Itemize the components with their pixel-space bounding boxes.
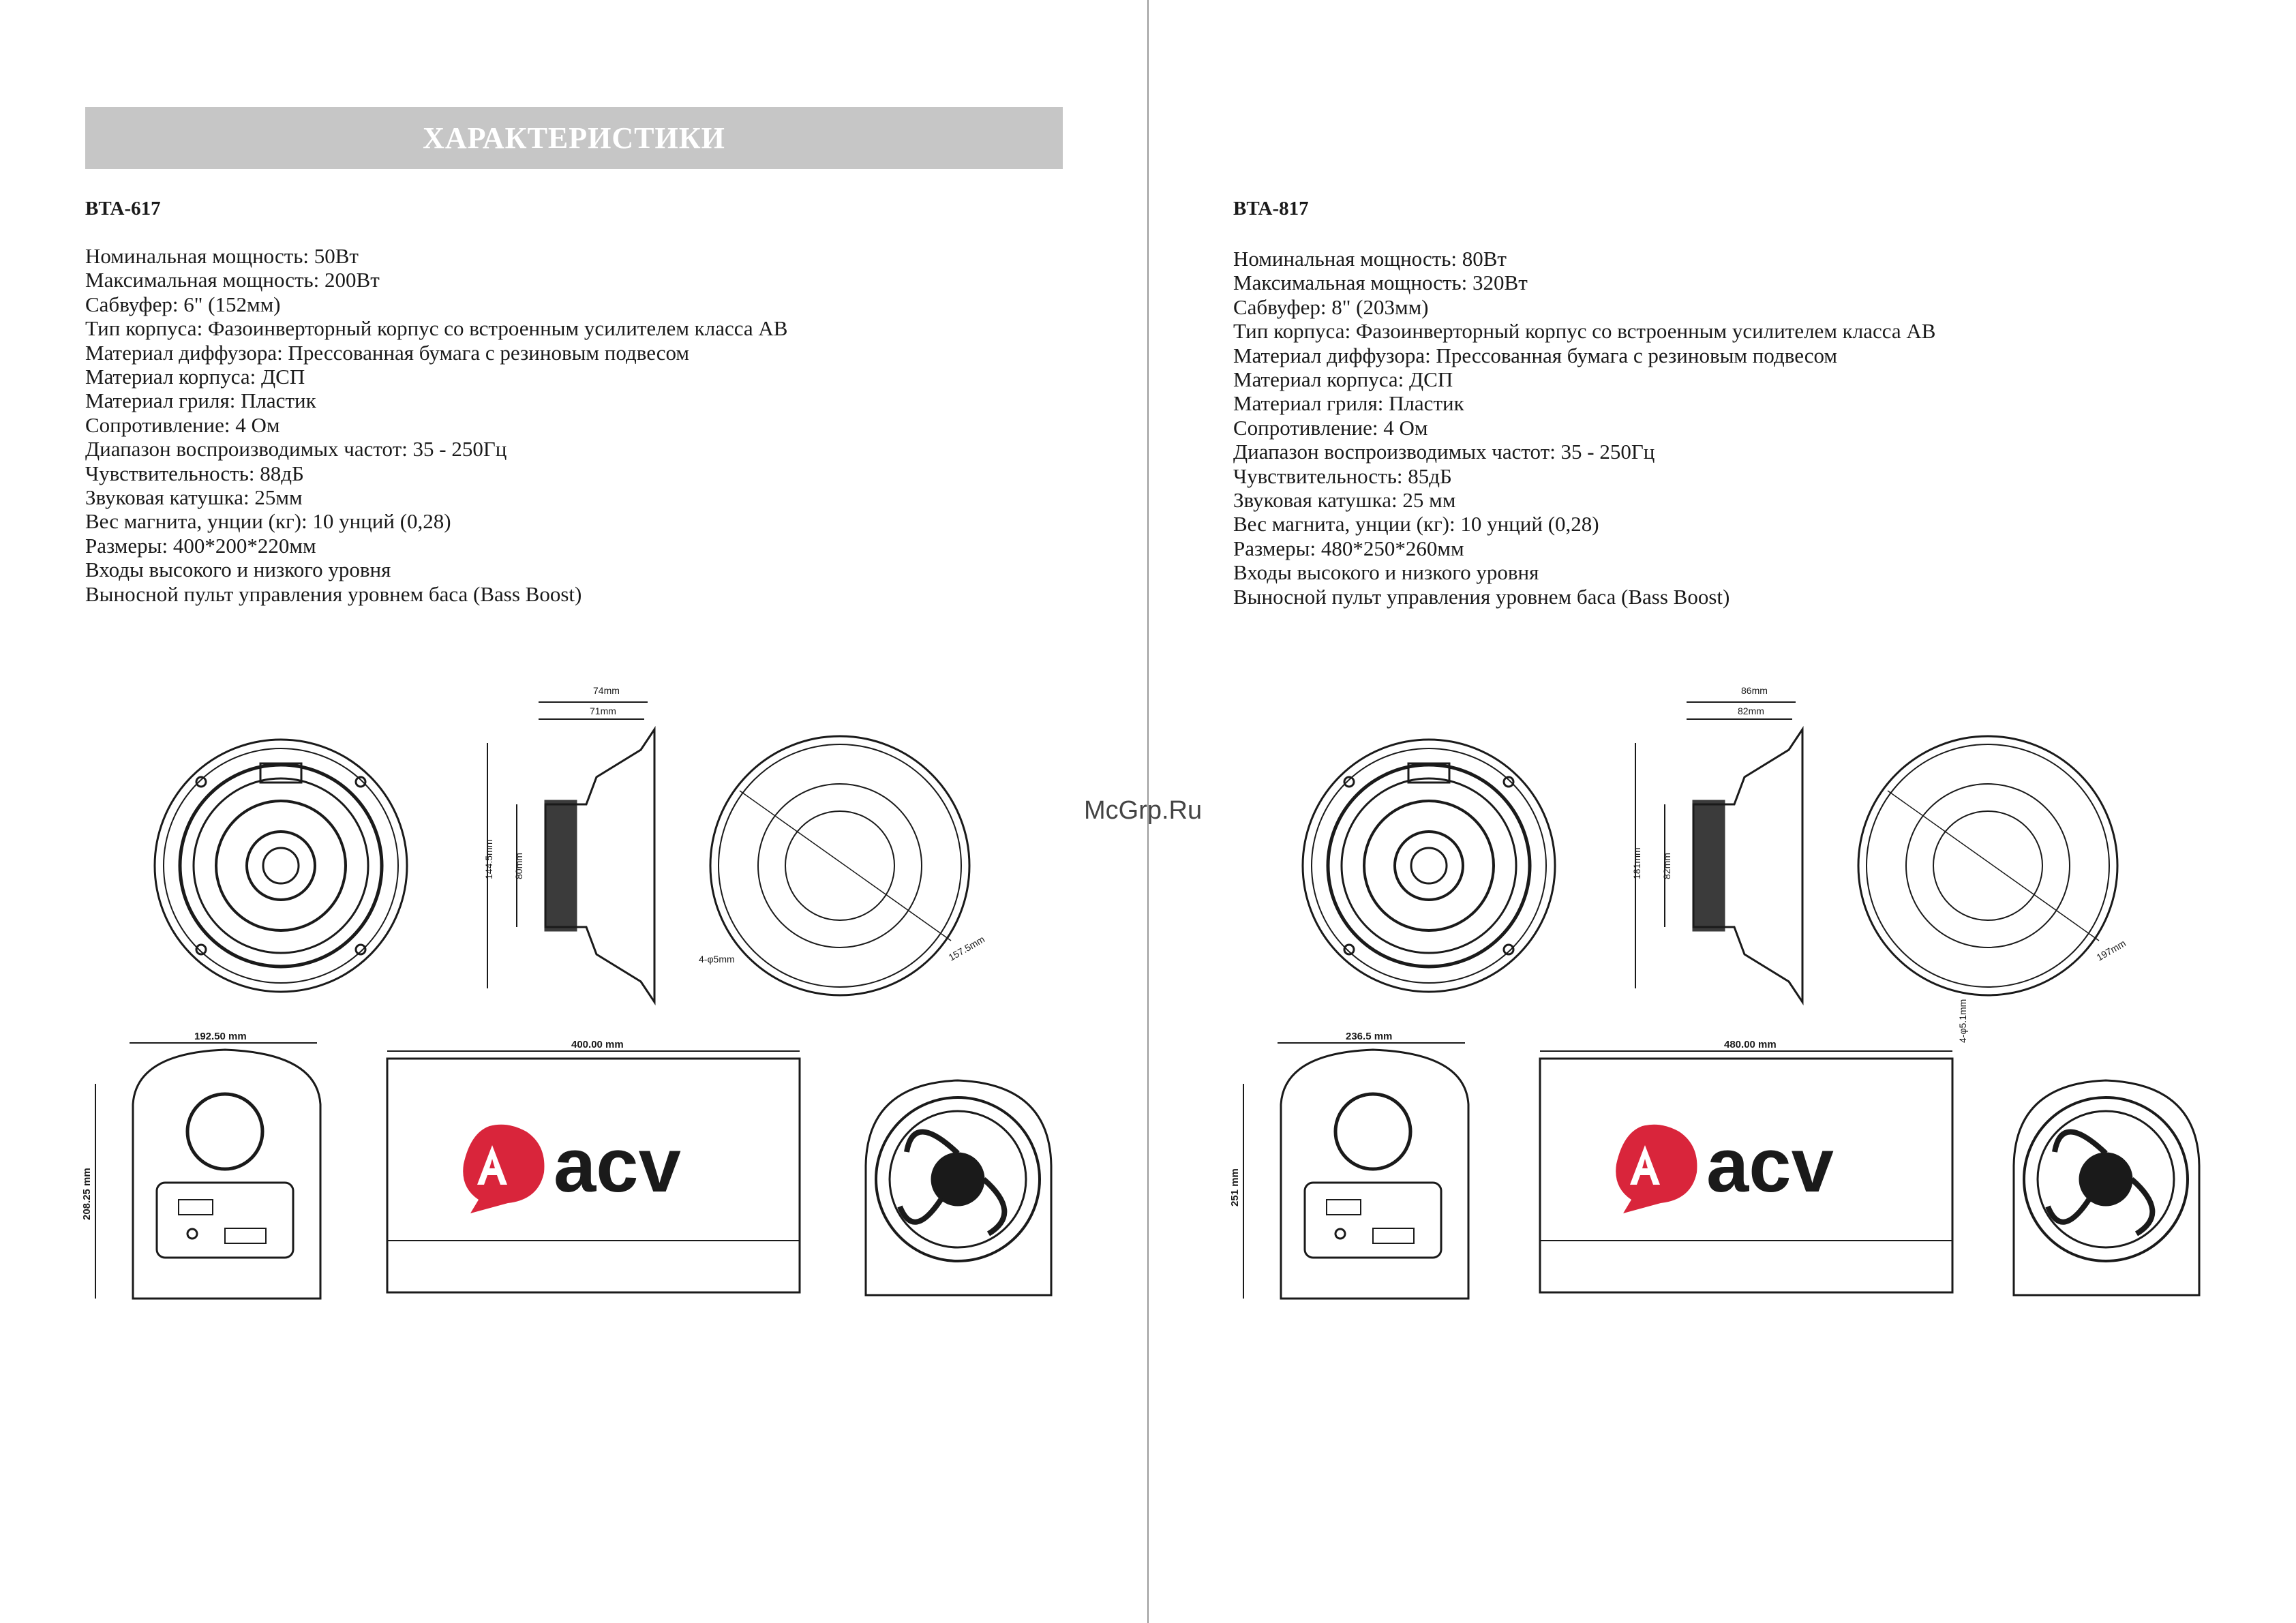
spec-item: Материал корпуса: ДСП	[1233, 367, 1453, 392]
spec-item: Размеры: 480*250*260мм	[1233, 536, 1464, 560]
speaker-rear-view: 157.5mm 4-φ5mm	[699, 735, 987, 997]
dim-length: 400.00 mm	[571, 1039, 624, 1050]
spec-item: Тип корпуса: Фазоинверторный корпус со в…	[85, 316, 788, 341]
dim-dia-inner: 82mm	[1661, 853, 1672, 879]
spec-item: Материал гриля: Пластик	[85, 389, 316, 413]
enclosure-top-view: 400.00 mm acv	[386, 1039, 801, 1294]
dim-mount-holes: 4-φ5.1mm	[1957, 999, 1968, 1043]
speaker-front-view	[1301, 738, 1556, 993]
acv-logo-wordmark: acv	[1706, 1123, 1834, 1208]
dim-width: 192.50 mm	[194, 1031, 247, 1042]
spec-item: Чувствительность: 88дБ	[85, 461, 304, 485]
enclosure-side-view: 236.5 mm 251 mm	[1229, 1031, 1470, 1300]
spec-item: Звуковая катушка: 25мм	[85, 485, 303, 510]
dim-mount-dia: 197mm	[2095, 937, 2128, 962]
speaker-side-view: 86mm 82mm 181mm 82mm	[1631, 685, 1804, 1005]
spec-item: Вес магнита, унции (кг): 10 унций (0,28)	[1233, 512, 1599, 536]
spec-item: Чувствительность: 85дБ	[1233, 464, 1452, 488]
section-title: ХАРАКТЕРИСТИКИ	[423, 121, 725, 155]
dim-top-outer: 74mm	[593, 685, 620, 696]
dim-top-inner: 71mm	[590, 706, 616, 716]
spec-item: Входы высокого и низкого уровня	[1233, 560, 1539, 585]
spec-item: Сопротивление: 4 Ом	[85, 412, 280, 437]
dim-width: 236.5 mm	[1346, 1031, 1392, 1042]
dim-mount-holes: 4-φ5mm	[699, 954, 735, 965]
left-page: ХАРАКТЕРИСТИКИ BTA-617 Номинальная мощно…	[0, 0, 1147, 1623]
page-divider	[1147, 0, 1149, 1623]
speaker-rear-view: 197mm 4-φ5.1mm	[1857, 735, 2128, 1043]
right-page: BTA-817 Номинальная мощность: 80Вт Макси…	[1148, 0, 2296, 1623]
dim-top-outer: 86mm	[1741, 685, 1768, 696]
enclosure-top-view: 480.00 mm acv	[1539, 1039, 1954, 1294]
spec-item: Диапазон воспроизводимых частот: 35 - 25…	[1233, 440, 1655, 464]
acv-logo-wordmark: acv	[554, 1123, 681, 1208]
acv-logo: acv	[1616, 1123, 1834, 1213]
enclosure-side-view: 192.50 mm 208.25 mm	[81, 1031, 322, 1300]
speaker-side-view: 74mm 71mm 144.5mm 80mm	[483, 685, 656, 1005]
spec-item: Материал гриля: Пластик	[1233, 391, 1464, 416]
dim-height: 251 mm	[1229, 1168, 1241, 1207]
technical-drawings-bta-617: 74mm 71mm 144.5mm 80mm 157.5mm 4-φ5mm 19…	[81, 685, 1053, 1300]
enclosure-front-view	[2012, 1079, 2201, 1296]
spec-item: Сабвуфер: 8" (203мм)	[1233, 294, 1429, 319]
spec-item: Материал корпуса: ДСП	[85, 365, 305, 389]
spec-item: Сопротивление: 4 Ом	[1233, 415, 1428, 440]
spec-item: Выносной пульт управления уровнем баса (…	[85, 581, 582, 606]
spec-item: Материал диффузора: Прессованная бумага …	[85, 340, 690, 365]
enclosure-front-view	[864, 1079, 1053, 1296]
dim-dia-outer: 181mm	[1631, 847, 1642, 879]
spec-item: Диапазон воспроизводимых частот: 35 - 25…	[85, 437, 507, 461]
spec-item: Сабвуфер: 6" (152мм)	[85, 292, 281, 316]
speaker-front-view	[153, 738, 408, 993]
section-banner: ХАРАКТЕРИСТИКИ	[85, 107, 1063, 169]
dim-dia-outer: 144.5mm	[483, 840, 494, 879]
spec-item: Максимальная мощность: 200Вт	[85, 268, 380, 292]
spec-item: Выносной пульт управления уровнем баса (…	[1233, 584, 1730, 609]
spec-item: Звуковая катушка: 25 мм	[1233, 488, 1456, 513]
spec-item: Номинальная мощность: 80Вт	[1233, 247, 1507, 271]
model-title-bta-817: BTA-817	[1233, 198, 1309, 219]
spec-item: Тип корпуса: Фазоинверторный корпус со в…	[1233, 319, 1936, 344]
dim-height: 208.25 mm	[81, 1168, 93, 1220]
spec-item: Максимальная мощность: 320Вт	[1233, 271, 1528, 295]
spec-item: Номинальная мощность: 50Вт	[85, 244, 359, 268]
model-title-bta-617: BTA-617	[85, 198, 161, 219]
dim-mount-dia: 157.5mm	[947, 934, 987, 963]
spec-list-bta-617: Номинальная мощность: 50Вт Максимальная …	[85, 244, 787, 606]
watermark-text: McGrp.Ru	[1084, 796, 1203, 825]
spec-item: Вес магнита, унции (кг): 10 унций (0,28)	[85, 509, 451, 534]
dim-length: 480.00 mm	[1724, 1039, 1777, 1050]
spec-item: Размеры: 400*200*220мм	[85, 533, 316, 558]
spec-item: Материал диффузора: Прессованная бумага …	[1233, 343, 1838, 367]
spec-list-bta-817: Номинальная мощность: 80Вт Максимальная …	[1233, 247, 1935, 609]
technical-drawings-bta-817: 86mm 82mm 181mm 82mm 197mm 4-φ5.1mm 236.…	[1229, 685, 2201, 1300]
dim-dia-inner: 80mm	[513, 853, 524, 879]
dim-top-inner: 82mm	[1738, 706, 1764, 716]
spec-item: Входы высокого и низкого уровня	[85, 558, 391, 582]
acv-logo: acv	[463, 1123, 681, 1213]
